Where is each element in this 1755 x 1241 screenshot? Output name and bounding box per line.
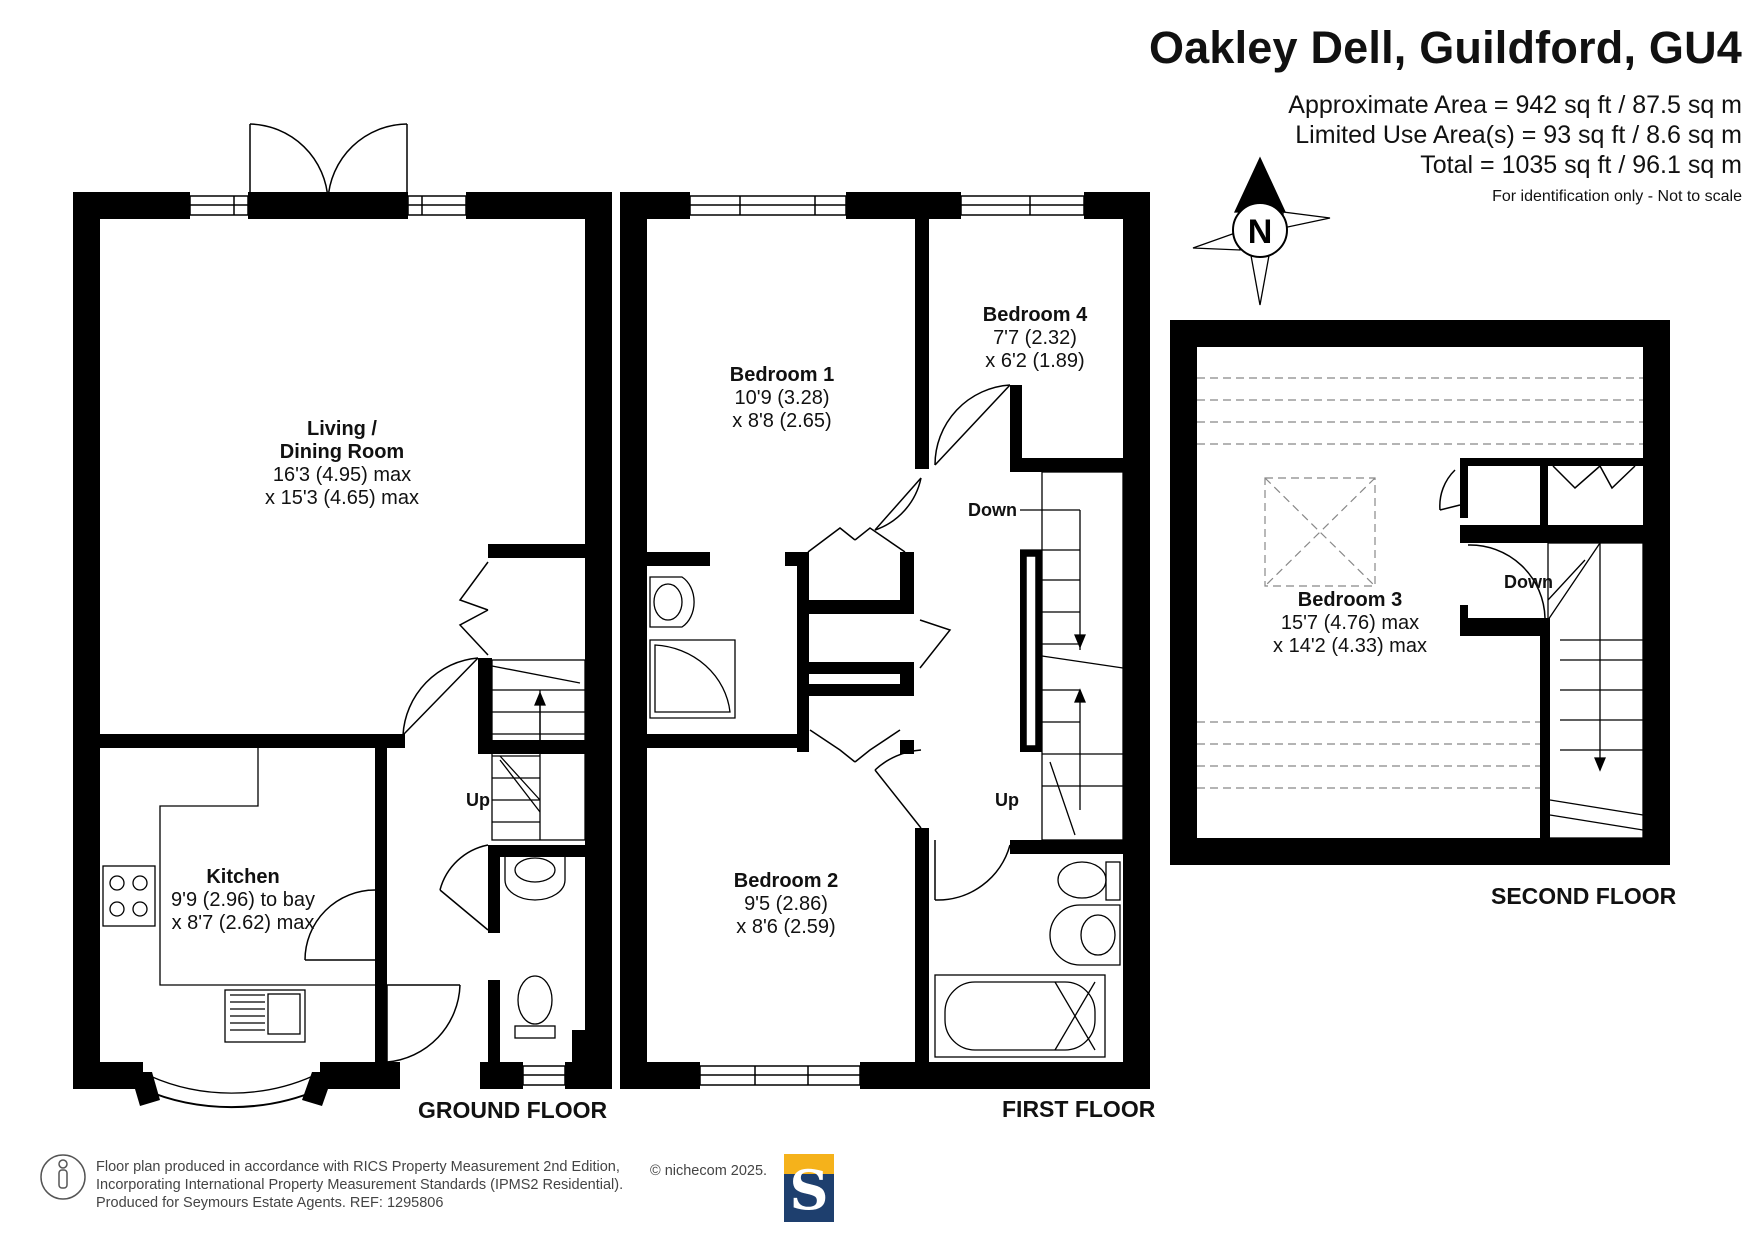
second-floor-walls — [1170, 320, 1670, 865]
room-label-bedroom3: Bedroom 3 15'7 (4.76) max x 14'2 (4.33) … — [1273, 589, 1427, 657]
footer-line-3: Produced for Seymours Estate Agents. REF… — [96, 1195, 444, 1211]
stair-label-ground-up: Up — [466, 790, 490, 810]
compass-rose — [1192, 156, 1331, 306]
ground-floor-bay — [130, 1072, 334, 1106]
floor-caption-first: FIRST FLOOR — [1002, 1096, 1156, 1122]
agent-logo-letter: S — [789, 1158, 829, 1222]
ground-floor-windows — [189, 195, 566, 1086]
stair-label-first-up: Up — [995, 790, 1019, 810]
room-label-bedroom4: Bedroom 4 7'7 (2.32) x 6'2 (1.89) — [982, 304, 1088, 372]
limited-area: Limited Use Area(s) = 93 sq ft / 8.6 sq … — [1295, 121, 1742, 149]
total-area: Total = 1035 sq ft / 96.1 sq m — [1420, 151, 1742, 179]
ground-floor-doors — [249, 123, 489, 1063]
compass-letter: N — [1248, 213, 1273, 251]
room-label-living: Living / Dining Room 16'3 (4.95) max x 1… — [265, 418, 419, 509]
stair-label-first-down: Down — [968, 500, 1017, 520]
first-floor-stairs — [1020, 471, 1124, 841]
agent-logo — [784, 1154, 834, 1222]
footer-line-2: Incorporating International Property Mea… — [96, 1177, 624, 1193]
approx-area: Approximate Area = 942 sq ft / 87.5 sq m — [1288, 91, 1742, 119]
brand-credit: © nichecom 2025. — [650, 1163, 768, 1179]
first-floor-windows — [689, 195, 1085, 1086]
stair-label-second-down: Down — [1504, 572, 1553, 592]
second-floor-eaves — [1197, 377, 1643, 789]
ground-floor-walls — [73, 192, 612, 1089]
first-floor-fittings — [649, 576, 1121, 1058]
footer-notes: Floor plan produced in accordance with R… — [96, 1158, 623, 1212]
disclaimer: For identification only - Not to scale — [1492, 188, 1742, 205]
second-floor-doors — [1439, 465, 1636, 619]
person-icon — [40, 1154, 86, 1200]
ground-floor-wc — [504, 854, 566, 1039]
kitchen-fittings — [102, 748, 375, 1109]
floor-caption-ground: GROUND FLOOR — [418, 1097, 608, 1123]
floor-caption-second: SECOND FLOOR — [1491, 883, 1677, 909]
property-title: Oakley Dell, Guildford, GU4 — [1148, 22, 1742, 73]
footer-line-1: Floor plan produced in accordance with R… — [96, 1159, 620, 1175]
first-floor-doors — [807, 384, 1011, 901]
first-floor-walls — [620, 192, 1150, 1089]
room-label-bedroom2: Bedroom 2 9'5 (2.86) x 8'6 (2.59) — [733, 870, 839, 938]
second-floor-stairs — [1547, 542, 1644, 839]
room-label-bedroom1: Bedroom 1 10'9 (3.28) x 8'8 (2.65) — [729, 364, 835, 432]
room-label-kitchen: Kitchen 9'9 (2.96) to bay x 8'7 (2.62) m… — [171, 866, 315, 934]
ground-floor-stairs — [491, 659, 586, 841]
